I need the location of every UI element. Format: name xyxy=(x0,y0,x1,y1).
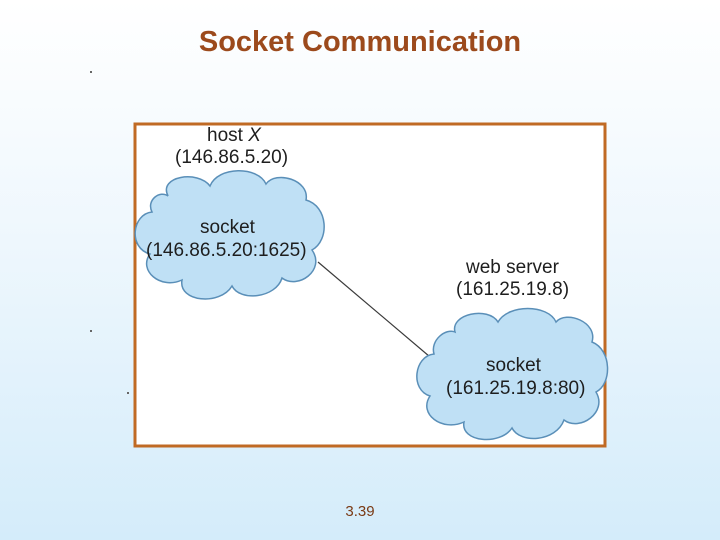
host-socket-cloud xyxy=(134,170,325,300)
host-socket-label: socket xyxy=(200,217,256,238)
host-label: host X xyxy=(207,125,262,146)
decor-dot xyxy=(90,71,92,73)
host-socket-address: (146.86.5.20:1625) xyxy=(146,240,307,261)
decor-dot xyxy=(127,392,129,394)
host-label-text: host xyxy=(207,125,244,146)
server-socket-label: socket xyxy=(486,355,542,376)
slide-title: Socket Communication xyxy=(198,26,522,58)
server-label: web server xyxy=(465,257,560,278)
page-number: 3.39 xyxy=(345,503,375,520)
host-name: X xyxy=(247,125,262,146)
server-socket-address: (161.25.19.8:80) xyxy=(446,378,585,399)
server-address: (161.25.19.8) xyxy=(456,279,569,300)
server-socket-cloud xyxy=(416,307,609,441)
host-address: (146.86.5.20) xyxy=(175,147,288,168)
connection-line xyxy=(317,261,437,363)
decor-dot xyxy=(90,330,92,332)
